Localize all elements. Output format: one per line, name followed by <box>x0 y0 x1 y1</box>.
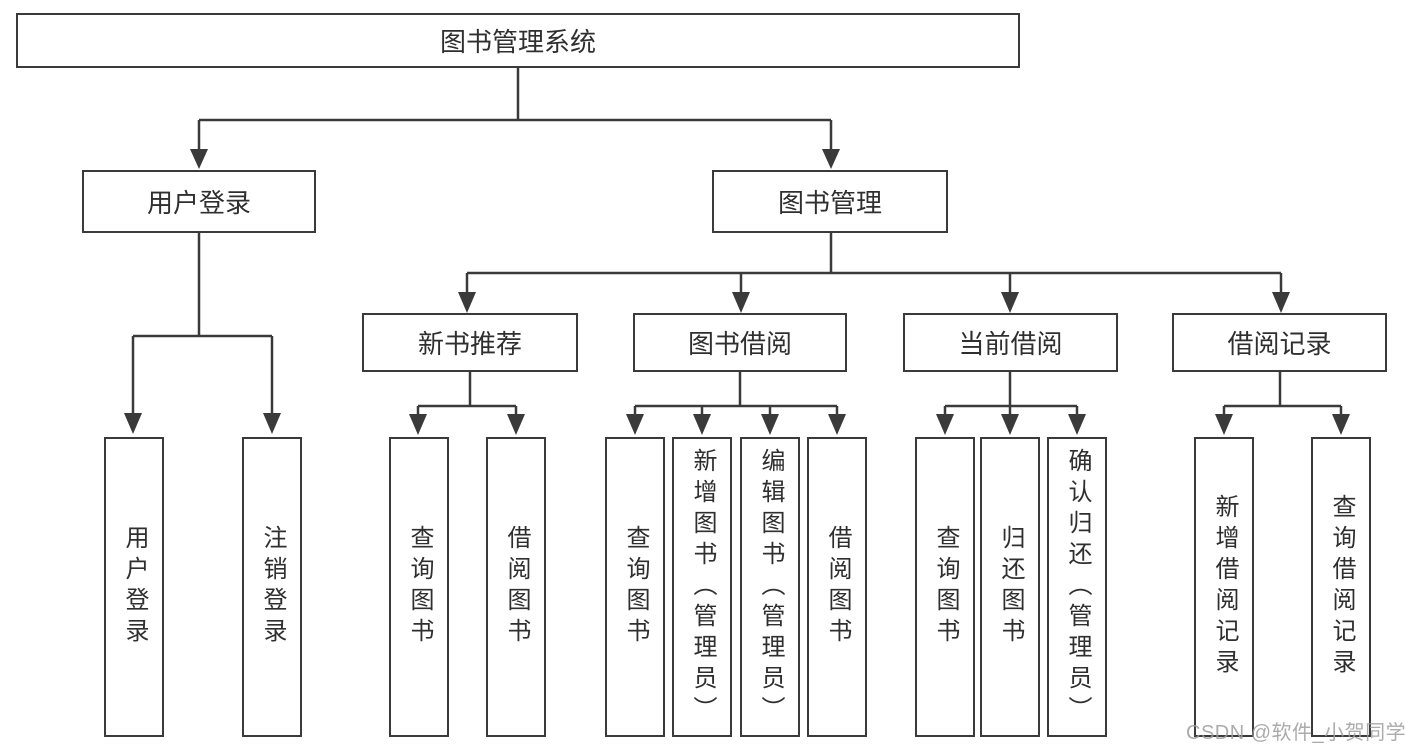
connector-login-to-leaves <box>131 233 274 416</box>
node-library-system: 图书管理系统 <box>16 13 1020 68</box>
connector-borrowing-to-leaves <box>633 372 839 417</box>
leaf-query-books-borrowing: 查询图书 <box>605 437 665 737</box>
connector-records-to-leaves <box>1222 372 1343 417</box>
leaf-borrow-books-borrowing: 借阅图书 <box>807 437 867 737</box>
csdn-watermark: CSDN @软件_小贺同学 <box>1186 722 1405 744</box>
leaf-query-borrow-record: 查询借阅记录 <box>1311 437 1371 737</box>
node-user-login: 用户登录 <box>82 170 316 233</box>
leaf-add-borrow-record: 新增借阅记录 <box>1194 437 1254 737</box>
node-user-login-label: 用户登录 <box>146 188 251 218</box>
leaf-return-books: 归还图书 <box>980 437 1040 737</box>
node-book-management-label: 图书管理 <box>777 188 882 218</box>
leaf-add-books-admin: 新增图书（管理员） <box>672 437 732 737</box>
connector-recommend-to-leaves <box>416 372 518 417</box>
connector-current-to-leaves <box>943 372 1079 417</box>
node-library-system-label: 图书管理系统 <box>439 27 596 57</box>
leaf-query-books-recommend: 查询图书 <box>389 437 449 737</box>
node-current-borrowing: 当前借阅 <box>903 313 1118 372</box>
leaf-user-login: 用户登录 <box>104 437 164 737</box>
leaf-confirm-return-admin: 确认归还（管理员） <box>1047 437 1107 737</box>
connector-mgmt-to-level3 <box>465 233 1283 295</box>
node-new-book-recommendation: 新书推荐 <box>362 313 578 372</box>
connector-root-to-level2 <box>197 68 833 152</box>
leaf-edit-books-admin: 编辑图书（管理员） <box>740 437 800 737</box>
node-borrowing-records-label: 借阅记录 <box>1227 329 1332 359</box>
leaf-borrow-books-recommend: 借阅图书 <box>486 437 546 737</box>
leaf-query-books-current: 查询图书 <box>915 437 975 737</box>
node-book-management: 图书管理 <box>712 170 948 233</box>
node-borrowing-records: 借阅记录 <box>1172 313 1387 372</box>
node-book-borrowing: 图书借阅 <box>633 313 847 372</box>
node-new-book-recommendation-label: 新书推荐 <box>417 329 522 359</box>
node-current-borrowing-label: 当前借阅 <box>958 329 1063 359</box>
node-book-borrowing-label: 图书借阅 <box>687 329 792 359</box>
leaf-logout: 注销登录 <box>242 437 302 737</box>
